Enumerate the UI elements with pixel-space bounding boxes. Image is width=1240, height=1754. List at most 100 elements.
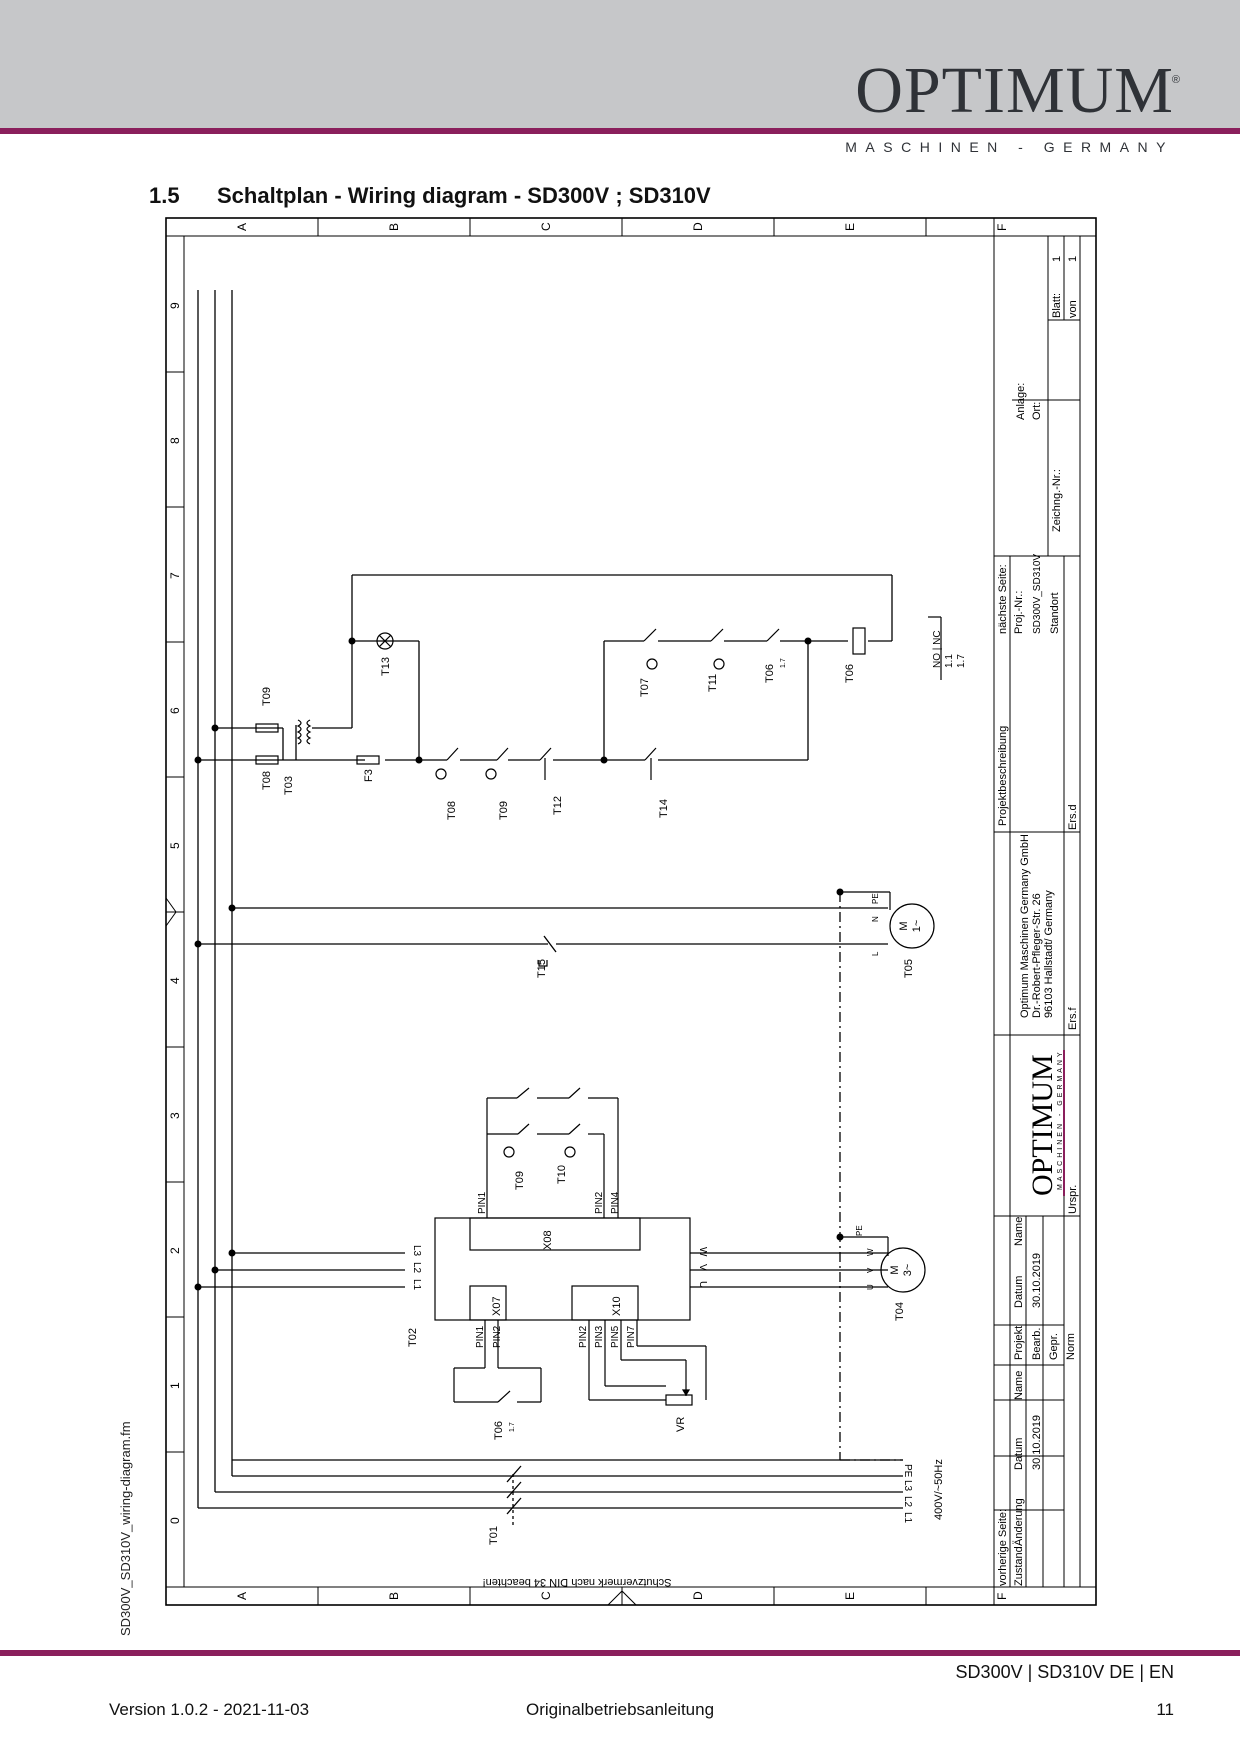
tb-standort: Standort	[1049, 592, 1061, 634]
tb-zeichng-nr: Zeichng.-Nr.:	[1051, 469, 1063, 532]
tb-ers-d: Ers.d	[1067, 804, 1079, 830]
contact-legend-no: 1.1	[944, 654, 955, 668]
pin1-x07: PIN1	[475, 1325, 486, 1348]
motor-m3-line1: M	[889, 1265, 901, 1274]
tb-bearb: Bearb.	[1031, 1328, 1043, 1360]
grid-row-3: 3	[168, 1112, 182, 1119]
tb-anlage: Anlage:	[1015, 383, 1027, 420]
label-vr: VR	[675, 1417, 687, 1432]
terminal-l2-supply: L2	[902, 1496, 913, 1508]
label-t03: T03	[283, 776, 295, 795]
label-f3: F3	[363, 769, 375, 782]
diagram-frame	[165, 217, 1097, 1606]
label-x08: X08	[542, 1230, 554, 1250]
motor-m1-line1: M	[898, 921, 910, 930]
label-t13: T13	[380, 657, 392, 676]
footer-rule	[0, 1650, 1240, 1656]
tb-blatt-value: 1	[1051, 256, 1063, 262]
label-t15: T15	[536, 959, 548, 978]
label-t09-trafo: T09	[261, 687, 273, 706]
pin5-x10: PIN5	[610, 1325, 621, 1348]
grid-row-0: 0	[168, 1517, 182, 1524]
label-t10: T10	[556, 1165, 568, 1184]
grid-col-top-c: C	[539, 222, 553, 231]
component-labels: T09 T08 T03 F3 T13 T08 T09 T12 T14 T07 T…	[261, 657, 915, 1545]
label-t12: T12	[552, 796, 564, 815]
control-components	[255, 616, 942, 1406]
tb-projekt: Projekt	[1013, 1326, 1025, 1360]
tb-blatt: Blatt:	[1051, 293, 1063, 318]
tb-datum2: Datum	[1013, 1276, 1025, 1308]
tb-company-1: Optimum Maschinen Germany GmbH	[1019, 834, 1031, 1018]
terminal-l1-drive: L1	[411, 1279, 422, 1291]
terminal-v-m3: V	[866, 1267, 875, 1273]
tb-name2: Name	[1013, 1217, 1025, 1246]
label-t07: T07	[639, 678, 651, 697]
junctions	[194, 637, 844, 1291]
contact-legend: NO | NC 1.1 1.7	[932, 630, 967, 668]
grid-row-6: 6	[168, 707, 182, 714]
pin2-x10: PIN2	[578, 1325, 589, 1348]
grid-row-7: 7	[168, 572, 182, 579]
grid-col-top-d: D	[691, 222, 705, 231]
pin7-x10: PIN7	[626, 1325, 637, 1348]
grid-labels: A B C D E F A B C D E F 0 1 2 3 4 5 6 7 …	[168, 222, 1009, 1600]
brand-logo-registered: ®	[1171, 74, 1180, 86]
tb-proj-nr: Proj.-Nr.:	[1013, 591, 1025, 634]
section-title: Schaltplan - Wiring diagram - SD300V ; S…	[217, 183, 711, 208]
terminal-l1-supply: L1	[902, 1512, 913, 1524]
switch-t15	[538, 960, 548, 967]
footer-model: SD300V | SD310V DE | EN	[955, 1662, 1174, 1682]
tb-company-3: 96103 Hallstadt/ Germany	[1043, 890, 1055, 1018]
terminal-l-m1: L	[871, 951, 880, 956]
tb-proj-nr-value: SD300V_SD310V	[1032, 554, 1043, 634]
tb-urspr: Urspr.	[1067, 1185, 1079, 1214]
terminal-v-out: V	[697, 1264, 708, 1271]
pin4-top: PIN4	[610, 1191, 621, 1214]
tb-norm: Norm	[1065, 1333, 1077, 1360]
terminal-pe-m3: PE	[855, 1225, 864, 1236]
pin2-x07: PIN2	[492, 1325, 503, 1348]
grid-col-bottom-c: C	[539, 1591, 553, 1600]
pin3-x10: PIN3	[594, 1325, 605, 1348]
grid-row-2: 2	[168, 1247, 182, 1254]
label-x07: X07	[491, 1296, 503, 1316]
label-t06-relay: T06	[844, 664, 856, 683]
label-t09-upper: T09	[514, 1171, 526, 1190]
tb-name: Name	[1013, 1371, 1025, 1400]
tb-ers-f: Ers.f	[1067, 1006, 1079, 1030]
terminal-l3-drive: L3	[411, 1245, 422, 1257]
terminal-l3-supply: L3	[902, 1480, 913, 1492]
supply-voltage: 400V/~50Hz	[933, 1459, 945, 1520]
grid-col-bottom-b: B	[387, 1592, 401, 1600]
grid-col-top-e: E	[843, 223, 857, 231]
label-t05: T05	[903, 959, 915, 978]
terminal-n-m1: N	[871, 916, 880, 922]
tb-next-page: nächste Seite:	[997, 564, 1009, 634]
label-t02: T02	[407, 1328, 419, 1347]
tb-company-2: Dr.-Robert-Pfleger-Str. 26	[1031, 893, 1043, 1018]
label-t11: T11	[707, 674, 719, 692]
grid-col-bottom-e: E	[843, 1592, 857, 1600]
tb-von-value: 1	[1067, 256, 1079, 262]
terminal-pe-m1: PE	[871, 893, 880, 904]
footer-version: Version 1.0.2 - 2021-11-03	[109, 1700, 310, 1719]
terminal-u-out: U	[697, 1281, 708, 1288]
terminal-u-m3: U	[866, 1284, 875, 1290]
terminal-w-out: W	[697, 1247, 708, 1257]
title-block-text: vorherige Seite: nächste Seite: Zustand …	[997, 256, 1079, 1586]
grid-col-bottom-a: A	[235, 1592, 249, 1600]
motor-labels: M 3~ M 1~	[889, 920, 923, 1277]
tb-logo-text: OPTIMUM	[1026, 1054, 1059, 1196]
terminal-labels: PE L3 L2 L1 L3 L2 L1 W V U PE W V U PE N…	[411, 893, 913, 1523]
tb-zustand: Zustand	[1013, 1546, 1025, 1586]
label-t06: T06	[764, 664, 776, 683]
title-block-logo: OPTIMUM MASCHINEN - GERMANY	[1026, 1049, 1065, 1196]
label-t01: T01	[488, 1526, 500, 1545]
supply-bus	[197, 290, 903, 1525]
brand-logo-subtitle: MASCHINEN - GERMANY	[845, 139, 1174, 155]
protection-note: Schutzvermerk nach DIN 34 beachten!	[483, 1576, 672, 1588]
tb-datum: Datum	[1013, 1438, 1025, 1470]
